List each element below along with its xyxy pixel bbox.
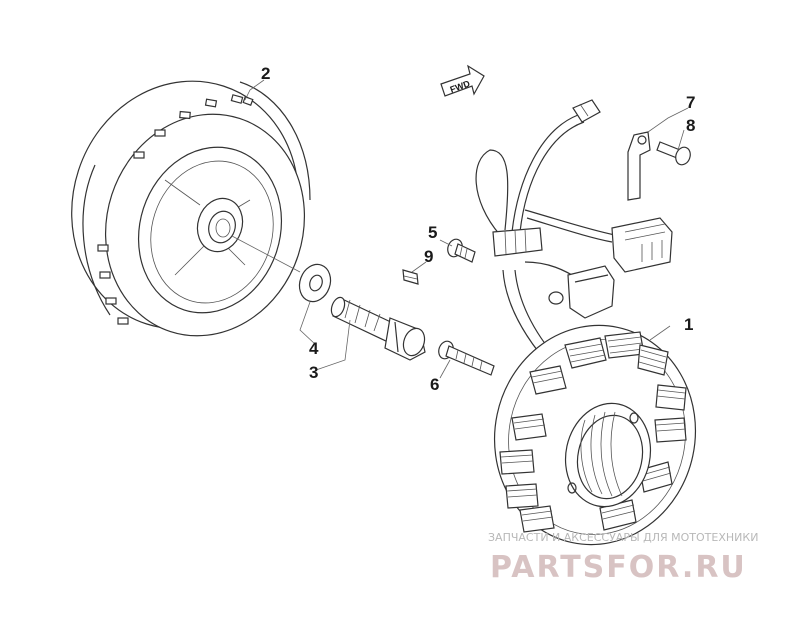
- flywheel-rotor: [71, 80, 311, 337]
- screw-long: [438, 340, 495, 376]
- flywheel-bolt: [330, 296, 426, 361]
- washer: [298, 263, 332, 303]
- wire-bracket: [627, 131, 651, 201]
- callout-1: 1: [684, 315, 693, 334]
- woodruff-key: [402, 269, 419, 285]
- callout-6: 6: [430, 375, 439, 394]
- callout-8: 8: [686, 116, 695, 135]
- callout-numbers: 1 2 3 4 5 6 7 8 9: [261, 64, 695, 394]
- callout-4: 4: [309, 339, 319, 358]
- screw-short: [447, 238, 476, 263]
- callout-7: 7: [686, 93, 695, 112]
- stator-assembly: [475, 99, 697, 546]
- watermark: ЗАПЧАСТИ И АКСЕССУАРЫ ДЛЯ МОТОТЕХНИКИ PA…: [488, 531, 758, 585]
- callout-2: 2: [261, 64, 270, 83]
- callout-9: 9: [424, 247, 433, 266]
- callout-3: 3: [309, 363, 318, 382]
- forward-direction-arrow: FWD: [440, 64, 485, 97]
- watermark-brand: PARTSFOR.RU: [490, 550, 747, 585]
- bracket-screw: [656, 141, 691, 166]
- leader-lines: [231, 79, 689, 379]
- watermark-subtitle: ЗАПЧАСТИ И АКСЕССУАРЫ ДЛЯ МОТОТЕХНИКИ: [488, 531, 758, 544]
- callout-5: 5: [428, 223, 437, 242]
